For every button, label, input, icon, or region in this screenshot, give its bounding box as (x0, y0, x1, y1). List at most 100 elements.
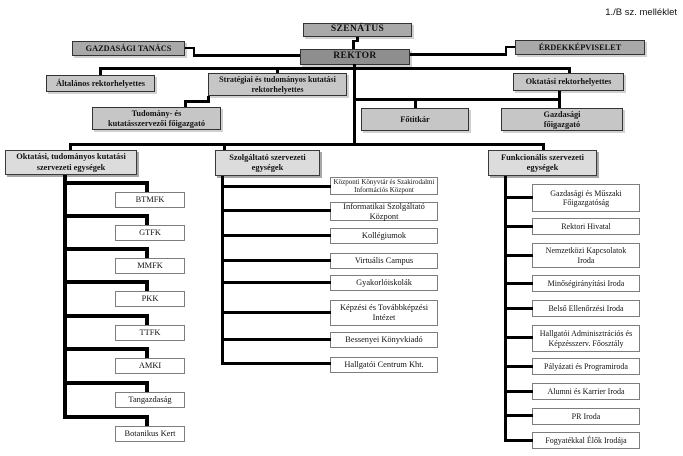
connector-line (410, 53, 507, 56)
org-item-hallgatoi-centrum: Hallgatói Centrum Kht. (330, 357, 438, 373)
connector-line (276, 70, 279, 73)
connector-line (352, 41, 355, 49)
connector-line (542, 146, 545, 150)
connector-line (99, 67, 571, 70)
connector-line (504, 390, 533, 393)
org-item-gtfk: GTFK (115, 225, 185, 241)
connector-line (185, 47, 195, 49)
connector-line (221, 176, 224, 365)
connector-line (504, 365, 533, 368)
org-item-minosegiranyitasi-iroda: Minőségirányítási Iroda (532, 275, 640, 292)
connector-line (353, 98, 561, 101)
org-node-strategiai-rektorhelyettes: Stratégiai és tudományos kutatási rektor… (208, 73, 347, 96)
org-item-pr-iroda: PR Iroda (532, 408, 640, 425)
org-item-kollegiumok: Kollégiumok (330, 228, 438, 244)
org-node-gazdasagi-tanacs: GAZDASÁGI TANÁCS (72, 41, 185, 56)
org-node-altalanos-rektorhelyettes: Általános rektorhelyettes (46, 75, 155, 92)
connector-line (352, 40, 359, 42)
connector-line (63, 280, 149, 284)
org-node-tudomany-foigazgato: Tudomány- és kutatásszervezői főigazgató (92, 107, 221, 130)
connector-line (145, 316, 149, 325)
connector-line (63, 347, 149, 351)
connector-line (223, 146, 226, 150)
org-item-tangazdasag: Tangazdaság (115, 392, 185, 408)
connector-line (505, 46, 515, 48)
org-item-alumni-karrier-iroda: Alumni és Karrier Iroda (532, 383, 640, 400)
column-header-oktatasi-egysegek: Oktatási, tudományos kutatási szervezeti… (5, 150, 137, 175)
connector-line (356, 37, 359, 42)
connector-line (63, 214, 149, 218)
org-node-oktatasi-rektorhelyettes: Oktatási rektorhelyettes (513, 73, 624, 91)
connector-line (504, 282, 533, 285)
connector-line (504, 414, 533, 417)
connector-line (145, 282, 149, 291)
connector-line (63, 247, 149, 251)
connector-line (504, 196, 533, 199)
connector-line (145, 249, 149, 258)
org-item-virtualis-campus: Virtuális Campus (330, 253, 438, 269)
annex-note: 1./B sz. melléklet (605, 7, 677, 18)
connector-line (63, 175, 67, 419)
connector-line (69, 143, 545, 146)
connector-line (504, 225, 533, 228)
connector-line (69, 146, 72, 150)
org-item-bessenyei-konyvkiado: Bessenyei Könyvkiadó (330, 332, 438, 348)
org-item-btmfk: BTMFK (115, 192, 185, 208)
org-node-szenatus: SZENÁTUS (303, 23, 412, 37)
org-item-palyazati-programiroda: Pályázati és Programiroda (532, 358, 640, 375)
org-item-gyakorloiskolak: Gyakorlóiskolák (330, 275, 438, 291)
connector-line (207, 96, 210, 102)
org-item-kepzesi-tovabbkepzesi-intezet: Képzési és Továbbképzési Intézet (330, 300, 438, 326)
connector-line (63, 314, 149, 318)
connector-line (221, 209, 331, 212)
connector-line (221, 338, 331, 341)
connector-line (145, 216, 149, 225)
connector-line (221, 185, 331, 188)
org-item-kozponti-konyvtar: Központi Könyvtár és Szakirodalmi Inform… (330, 177, 438, 195)
org-item-pkk: PKK (115, 291, 185, 307)
connector-line (221, 362, 331, 365)
connector-line (184, 100, 210, 103)
connector-line (221, 259, 331, 262)
connector-line (504, 336, 533, 339)
org-item-gazdasagi-muszaki-foigazgatosag: Gazdasági és Műszaki Főigazgatóság (532, 184, 640, 212)
org-item-nemzetkozi-kapcsolatok-iroda: Nemzetközi Kapcsolatok Iroda (532, 243, 640, 268)
connector-line (221, 234, 331, 237)
org-item-hallgatoi-adminisztracios-foosztaly: Hallgatói Adminisztrációs és Képzésszerv… (532, 325, 640, 352)
org-item-informatikai-szolgaltato-kozpont: Informatikai Szolgáltató Központ (330, 202, 438, 221)
connector-line (63, 181, 149, 185)
connector-line (145, 417, 149, 426)
column-header-funkcionalis-egysegek: Funkcionális szervezeti egységek (488, 150, 597, 176)
connector-line (184, 102, 187, 107)
connector-line (99, 70, 102, 75)
connector-line (145, 383, 149, 392)
connector-line (353, 64, 356, 145)
connector-line (505, 46, 507, 56)
org-item-amki: AMKI (115, 358, 185, 374)
org-node-erdekkepviselet: ÉRDEKKÉPVISELET (515, 40, 645, 55)
org-item-botanikus-kert: Botanikus Kert (115, 426, 185, 442)
connector-line (221, 281, 331, 284)
connector-line (145, 349, 149, 358)
org-item-mmfk: MMFK (115, 258, 185, 274)
connector-line (193, 54, 300, 57)
connector-line (63, 415, 149, 419)
connector-line (221, 311, 331, 314)
org-node-rektor: REKTOR (300, 49, 410, 65)
connector-line (558, 91, 561, 108)
org-item-fogyatekkal-elok-irodaja: Fogyatékkal Élők Irodája (532, 432, 640, 449)
org-node-fotitkar: Főtitkár (361, 108, 469, 131)
connector-line (504, 254, 533, 257)
org-item-rektori-hivatal: Rektori Hivatal (532, 218, 640, 235)
connector-line (504, 307, 533, 310)
connector-line (63, 381, 149, 385)
connector-line (568, 70, 571, 73)
connector-line (504, 439, 533, 442)
connector-line (414, 101, 417, 108)
org-item-belso-ellenorzesi-iroda: Belső Ellenőrzési Iroda (532, 300, 640, 317)
org-item-ttfk: TTFK (115, 325, 185, 341)
column-header-szolgaltato-egysegek: Szolgáltató szervezeti egységek (215, 150, 320, 176)
connector-line (145, 183, 149, 192)
org-node-gazdasagi-foigazgato: Gazdasági főigazgató (501, 108, 623, 131)
